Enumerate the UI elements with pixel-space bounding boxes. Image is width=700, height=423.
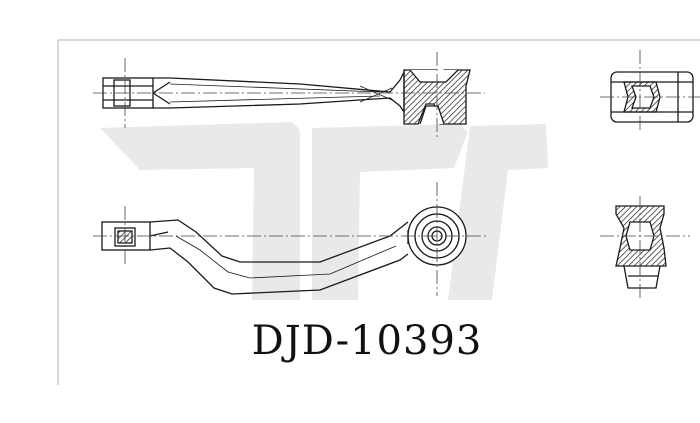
top-view-centerlines [93, 52, 485, 140]
top-view [102, 69, 471, 125]
end-view-bottom [615, 205, 667, 289]
part-number-label: DJD-10393 [251, 318, 483, 364]
drawing-frame [57, 39, 700, 385]
shank-outline [153, 71, 405, 115]
stem-slot [113, 79, 131, 107]
end-view-bottom-centerlines [600, 196, 690, 298]
side-view-centerlines [93, 182, 488, 296]
end-view-top-centerlines [600, 50, 700, 132]
watermark-logo [100, 122, 548, 300]
